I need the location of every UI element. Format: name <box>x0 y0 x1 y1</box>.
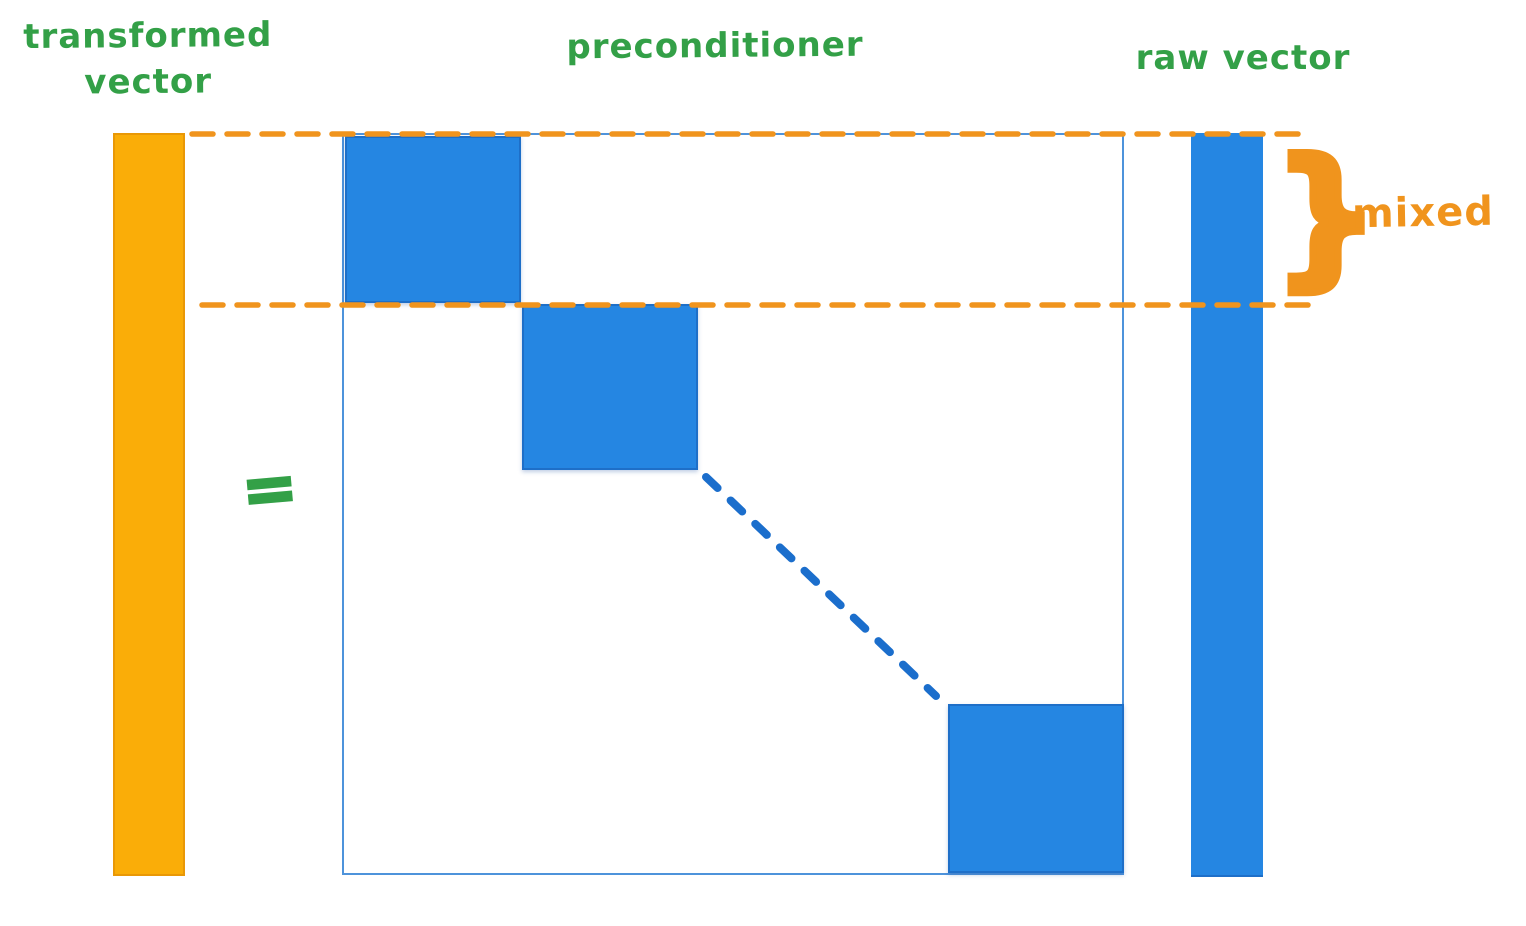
diagonal-block-1 <box>345 136 521 303</box>
mixed-label: mixed <box>1351 188 1495 238</box>
transformed-vector-label-line2: vector <box>84 61 213 103</box>
preconditioner-label: preconditioner <box>566 24 864 68</box>
transformed-vector-label-line1: transformed <box>23 14 273 58</box>
diagonal-block-2 <box>522 304 698 470</box>
diagonal-block-3 <box>948 704 1124 873</box>
transformed-vector-label: transformed vector <box>15 13 282 107</box>
raw-vector-bar <box>1191 133 1263 877</box>
equals-sign: = <box>237 446 302 531</box>
curly-brace-icon: } <box>1268 127 1383 304</box>
transformed-vector-bar <box>113 133 185 876</box>
raw-vector-label: raw vector <box>1135 38 1351 78</box>
